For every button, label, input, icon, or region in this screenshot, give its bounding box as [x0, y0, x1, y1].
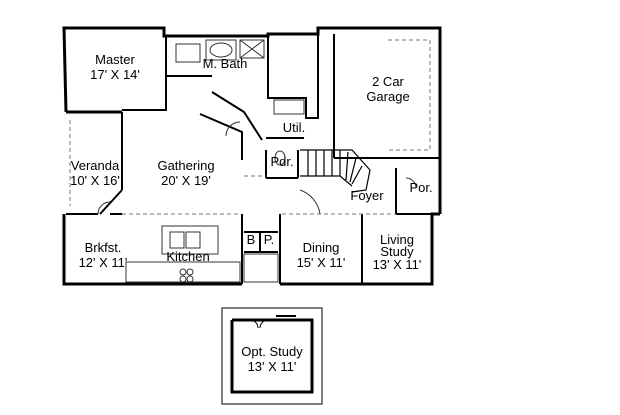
room-name: Kitchen — [166, 249, 210, 264]
staircase — [300, 149, 371, 193]
room-label-master: Master 17' X 14' — [80, 52, 150, 82]
interior-walls — [66, 34, 440, 284]
room-name: Pdr. — [270, 154, 294, 169]
room-label-util: Util. — [276, 120, 312, 135]
dashed-lines — [69, 39, 431, 215]
room-size: 20' X 19' — [161, 173, 211, 188]
room-label-garage: 2 Car Garage — [358, 74, 418, 104]
room-name-2: Study — [380, 244, 414, 259]
room-label-porch: Por. — [404, 180, 438, 195]
room-name: Foyer — [350, 188, 384, 203]
opt-study-annex — [221, 307, 323, 405]
room-name: Living — [380, 232, 414, 247]
door-swings — [97, 121, 417, 215]
room-size: 17' X 14' — [90, 67, 140, 82]
room-size: 10' X 16' — [70, 173, 120, 188]
room-name: Util. — [282, 120, 306, 135]
room-name: Opt. Study — [241, 344, 303, 359]
room-label-pdr: Pdr. — [266, 154, 298, 169]
room-size: 13' X 11' — [247, 359, 297, 374]
room-size: 13' X 11' — [372, 257, 422, 272]
room-label-gathering: Gathering 20' X 19' — [146, 158, 226, 188]
room-label-brkfst: Brkfst. 12' X 11' — [66, 240, 140, 270]
room-label-b: B — [243, 232, 259, 247]
room-label-opt-study: Opt. Study 13' X 11' — [230, 344, 314, 374]
room-name: Brkfst. — [84, 240, 122, 255]
room-name: Por. — [409, 180, 433, 195]
room-name: Master — [95, 52, 135, 67]
room-label-dining: Dining 15' X 11' — [288, 240, 354, 270]
room-name: 2 Car — [372, 74, 404, 89]
room-name: Veranda — [70, 158, 120, 173]
room-label-mbath: M. Bath — [190, 56, 260, 71]
room-label-kitchen: Kitchen — [158, 249, 218, 264]
room-name: B — [246, 232, 256, 247]
room-size: 15' X 11' — [296, 255, 346, 270]
room-name: Dining — [302, 240, 340, 255]
room-name: P. — [263, 232, 275, 247]
room-name: M. Bath — [202, 56, 248, 71]
room-name: Gathering — [157, 158, 215, 173]
room-label-living-study: Living Study 13' X 11' — [364, 232, 430, 272]
kitchen-fixtures — [125, 225, 279, 283]
room-label-p: P. — [260, 232, 278, 247]
exterior-walls — [62, 26, 442, 286]
room-name-2: Garage — [366, 89, 410, 104]
bath-fixtures — [175, 39, 305, 166]
room-size: 12' X 11' — [78, 255, 128, 270]
room-label-foyer: Foyer — [344, 188, 390, 203]
room-label-veranda: Veranda 10' X 16' — [62, 158, 128, 188]
